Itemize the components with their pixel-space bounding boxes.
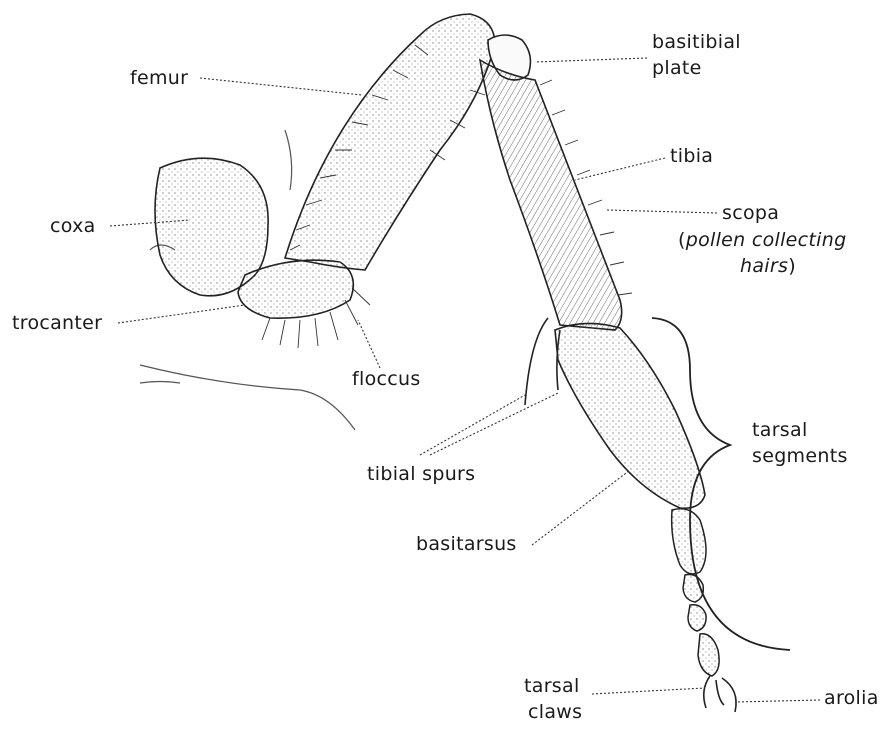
tibia-shape bbox=[480, 60, 632, 330]
scopa-paren-close: ) bbox=[788, 255, 796, 277]
label-basitarsus: basitarsus bbox=[416, 532, 517, 556]
basitarsus-shape bbox=[555, 323, 705, 508]
tarsal-claws-shape bbox=[704, 676, 736, 712]
leader-basitarsus bbox=[532, 470, 630, 545]
label-tarsal-segments-line1: tarsal bbox=[752, 418, 808, 442]
label-trocanter: trocanter bbox=[12, 311, 102, 335]
femur-shape bbox=[285, 14, 495, 270]
label-basitibial-plate-line1: basitibial bbox=[652, 30, 741, 54]
label-tibial-spurs: tibial spurs bbox=[367, 462, 475, 486]
label-tarsal-claws-line1: tarsal bbox=[524, 674, 580, 698]
label-scopa-description-line1: (pollen collecting bbox=[678, 228, 846, 252]
label-coxa: coxa bbox=[50, 214, 96, 238]
distal-tarsal-segments bbox=[672, 509, 719, 676]
leader-claws bbox=[592, 688, 705, 694]
label-femur: femur bbox=[130, 66, 188, 90]
leader-spur1 bbox=[420, 395, 525, 455]
leader-floccus bbox=[358, 320, 380, 368]
leader-arolia bbox=[735, 700, 820, 702]
label-scopa-description-line2: hairs) bbox=[740, 254, 796, 278]
leader-spur2 bbox=[430, 393, 558, 455]
label-scopa: scopa bbox=[722, 201, 779, 225]
leader-lines bbox=[110, 58, 820, 702]
leader-femur bbox=[200, 78, 362, 95]
leader-basitibial bbox=[535, 58, 647, 62]
label-tarsal-segments-line2: segments bbox=[752, 444, 848, 468]
label-tibia: tibia bbox=[670, 144, 713, 168]
scopa-italic-2: hairs bbox=[740, 255, 788, 277]
label-arolia: arolia bbox=[824, 686, 879, 710]
scopa-italic-1: pollen collecting bbox=[686, 229, 847, 251]
leader-scopa bbox=[607, 210, 717, 213]
scopa-paren-open: ( bbox=[678, 229, 686, 251]
label-basitibial-plate-line2: plate bbox=[652, 56, 702, 80]
leader-tibia bbox=[575, 158, 665, 180]
label-tarsal-claws-line2: claws bbox=[528, 700, 582, 724]
leader-trocanter bbox=[118, 305, 245, 323]
label-floccus: floccus bbox=[352, 367, 421, 391]
